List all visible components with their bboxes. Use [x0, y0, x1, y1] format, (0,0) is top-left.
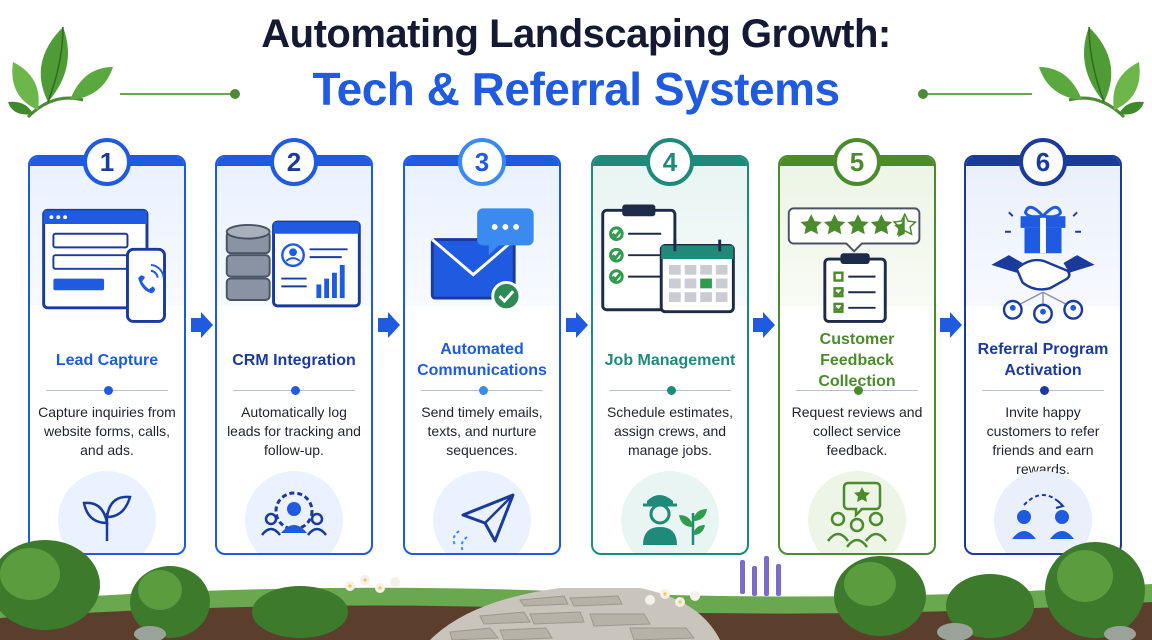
step-description: Request reviews and collect service feed… [791, 404, 923, 458]
step-title: Lead Capture [55, 351, 159, 369]
sprout-icon [82, 495, 132, 541]
step-title: Customer Feedback Collection [818, 330, 896, 390]
paper-plane-icon [452, 493, 515, 552]
card-divider-dot [854, 386, 863, 395]
email-chat-icon [430, 208, 534, 312]
step-number-badge: 2 [270, 138, 318, 186]
referral-people-icon [1012, 494, 1074, 539]
step-number-badge: 3 [458, 138, 506, 186]
card-divider-dot [104, 386, 113, 395]
card-divider-dot [1040, 386, 1049, 395]
step-description: Capture inquiries from website forms, ca… [38, 404, 176, 458]
page-title: Automating Landscaping Growth: [261, 12, 891, 56]
step-description: Automatically log leads for tracking and… [227, 404, 361, 458]
gift-handshake-network-icon [991, 205, 1095, 324]
card-divider-dot [667, 386, 676, 395]
card-bottom-badge [621, 471, 719, 553]
vine-line-left [120, 93, 232, 95]
step-number-badge: 5 [833, 138, 881, 186]
vine-dot-left [230, 89, 240, 99]
card-bottom-badge [245, 471, 343, 553]
step-number-badge: 1 [83, 138, 131, 186]
step-card-customer-feedback: Customer Feedback Collection Request rev… [778, 155, 936, 555]
database-dashboard-icon [225, 220, 361, 308]
feedback-group-icon [826, 481, 888, 548]
step-card-automated-communications: Automated Communications Send timely ema… [403, 155, 561, 555]
card-divider-dot [479, 386, 488, 395]
garden-landscape-decoration [0, 540, 1152, 640]
page-subtitle: Tech & Referral Systems [312, 63, 840, 115]
step-description: Schedule estimates, assign crews, and ma… [606, 404, 734, 458]
step-card-lead-capture: Lead Capture Capture inquiries from webs… [28, 155, 186, 555]
website-form-phone-icon [42, 208, 166, 323]
card-bottom-badge [58, 471, 156, 553]
leaf-decoration-right-icon [1039, 26, 1144, 119]
step-card-crm-integration: CRM Integration Automatically log leads … [215, 155, 373, 555]
card-bottom-badge [994, 471, 1092, 553]
step-number-badge: 4 [646, 138, 694, 186]
checklist-calendar-icon [601, 204, 735, 314]
arrow-right-icon [940, 312, 962, 338]
arrow-right-icon [191, 312, 213, 338]
gardener-plant-icon [643, 495, 707, 545]
step-title: Automated Communications [417, 341, 547, 379]
step-description: Invite happy customers to refer friends … [986, 404, 1100, 477]
arrow-right-icon [566, 312, 588, 338]
step-title: Job Management [604, 351, 736, 369]
step-card-referral-program: Referral Program Activation Invite happy… [964, 155, 1122, 555]
card-bottom-badge [808, 471, 906, 553]
card-bottom-badge [433, 471, 531, 553]
vine-dot-right [918, 89, 928, 99]
step-number-badge: 6 [1019, 138, 1067, 186]
leaf-decoration-left-icon [8, 26, 113, 119]
star-review-clipboard-icon [787, 207, 921, 323]
step-description: Send timely emails, texts, and nurture s… [421, 404, 543, 458]
vine-line-right [924, 93, 1032, 95]
step-title: CRM Integration [232, 351, 356, 369]
arrow-right-icon [753, 312, 775, 338]
arrow-right-icon [378, 312, 400, 338]
team-gear-icon [261, 491, 327, 536]
card-divider-dot [291, 386, 300, 395]
step-title: Referral Program Activation [977, 341, 1109, 379]
step-card-job-management: Job Management Schedule estimates, assig… [591, 155, 749, 555]
